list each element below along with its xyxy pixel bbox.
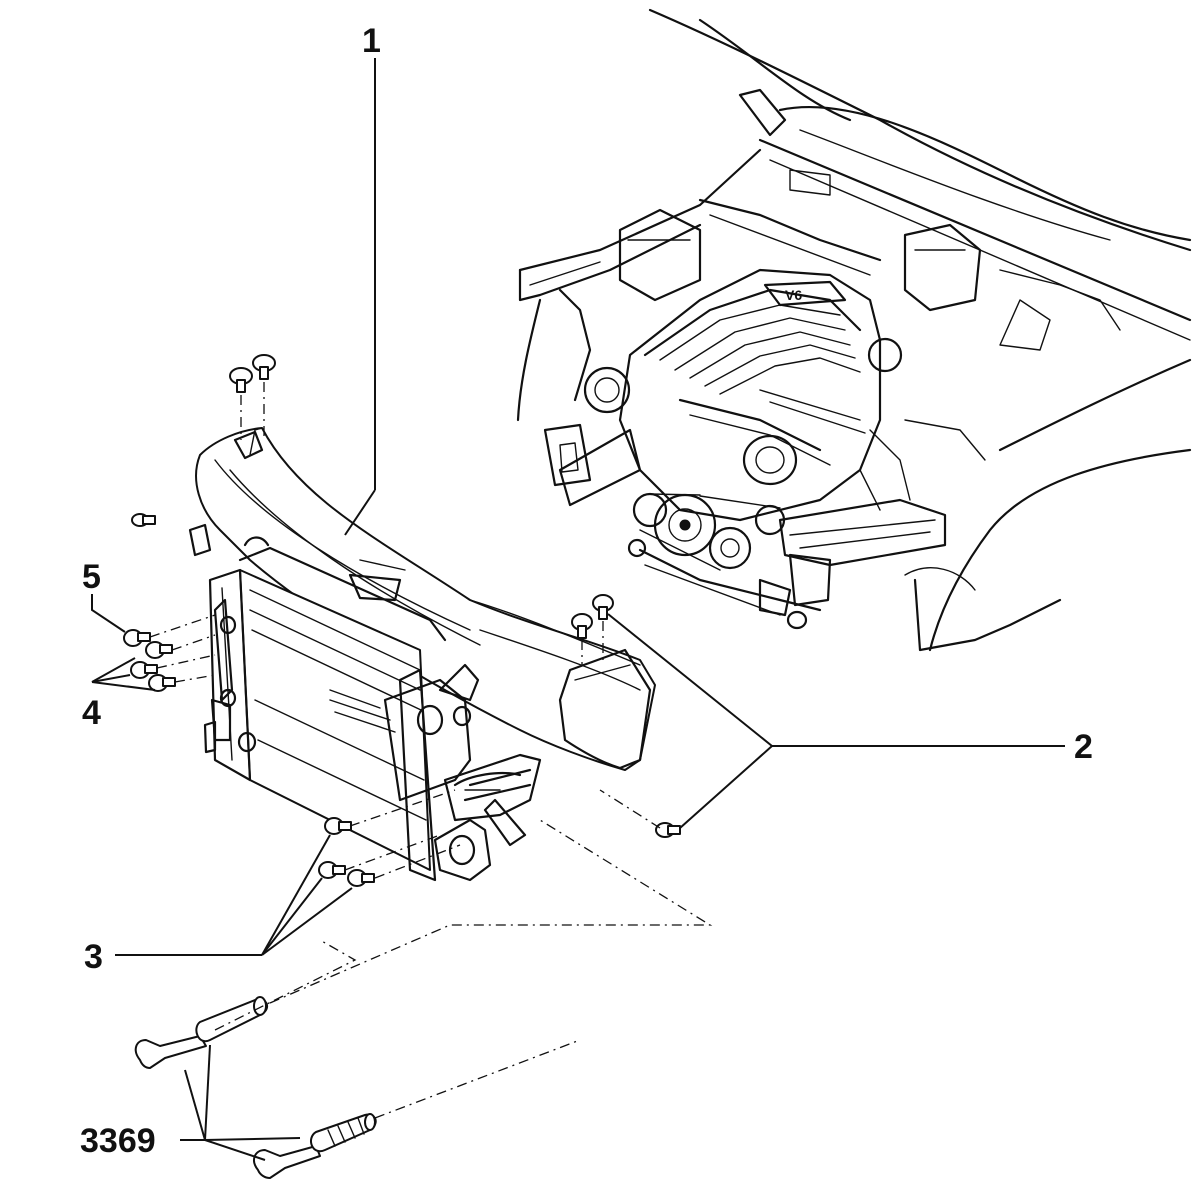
callout-3369: 3369 [80, 1122, 156, 1160]
leader-lines [91, 58, 1065, 1161]
callout-2: 2 [1074, 728, 1093, 766]
lower-screw-group [318, 789, 461, 887]
engine-assembly: V6 [543, 268, 986, 630]
fasteners [123, 354, 681, 887]
tool-3369 [134, 819, 713, 1179]
callout-4: 4 [82, 694, 101, 732]
loose-screw [131, 513, 156, 527]
right-screw-pair [571, 594, 681, 838]
leader-4 [91, 657, 136, 683]
top-screw-pair [229, 354, 276, 440]
svg-text:V6: V6 [785, 287, 802, 303]
callout-5: 5 [82, 558, 101, 596]
callout-1: 1 [362, 22, 381, 60]
callout-3: 3 [84, 938, 103, 976]
vehicle-body-outline [516, 8, 1192, 652]
front-carrier-beam [188, 427, 656, 771]
leader-5 [91, 594, 126, 633]
left-bolt-cluster [123, 614, 216, 692]
